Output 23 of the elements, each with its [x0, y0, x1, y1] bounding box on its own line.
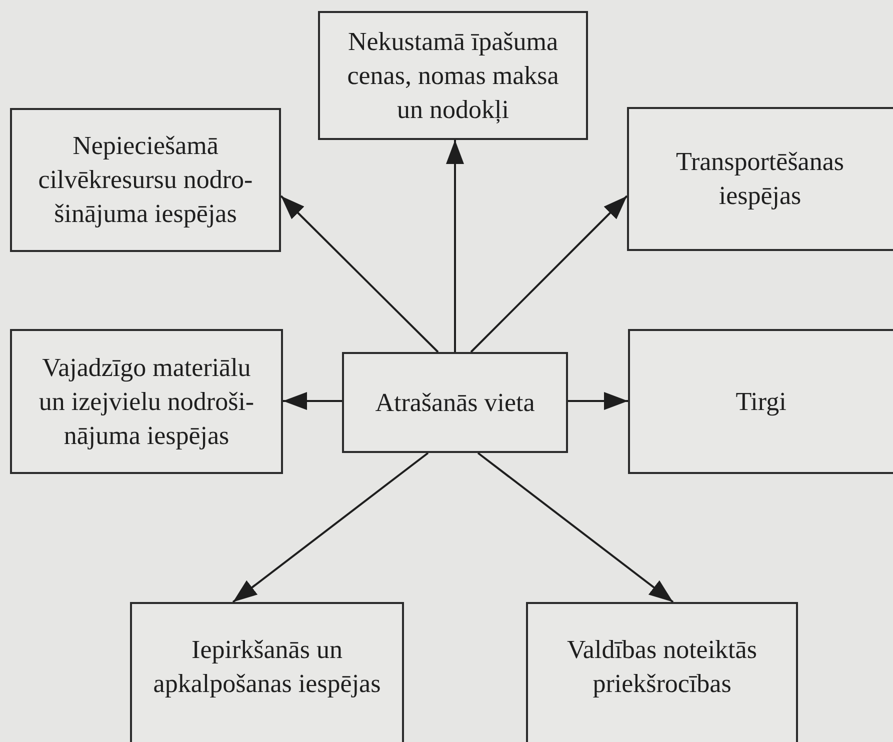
arrow: [283, 392, 342, 410]
box-label: Nepieciešamā cilvēkresursu nodro-šinājuma iespējas: [37, 130, 254, 230]
box-label: Tirgi: [736, 386, 786, 418]
arrow: [446, 140, 464, 352]
factor-box: [628, 329, 893, 474]
box-label: Atrašanās vieta: [375, 386, 535, 418]
factor-box: [10, 329, 283, 474]
arrow: [232, 452, 429, 603]
factor-box: [10, 108, 281, 252]
factor-box: [318, 11, 588, 140]
arrow: [477, 452, 674, 603]
box-label: Vajadzīgo materiālu un izejvielu nodroši-nājuma iespējas: [38, 352, 256, 452]
factor-box: [526, 602, 798, 742]
factor-box: [627, 107, 893, 251]
arrow: [280, 195, 439, 353]
box-label: Iepirkšanās un apkalpošanas iespējas: [152, 634, 382, 700]
box-label: Transportēšanas iespējas: [674, 146, 846, 212]
box-label: Valdības noteiktās priekšrocības: [566, 634, 758, 700]
factor-box: [130, 602, 404, 742]
center-box: [342, 352, 568, 453]
box-label: Nekustamā īpašuma cenas, nomas maksa un nodokļi: [346, 26, 560, 126]
arrow: [568, 392, 628, 410]
arrow: [470, 195, 628, 353]
